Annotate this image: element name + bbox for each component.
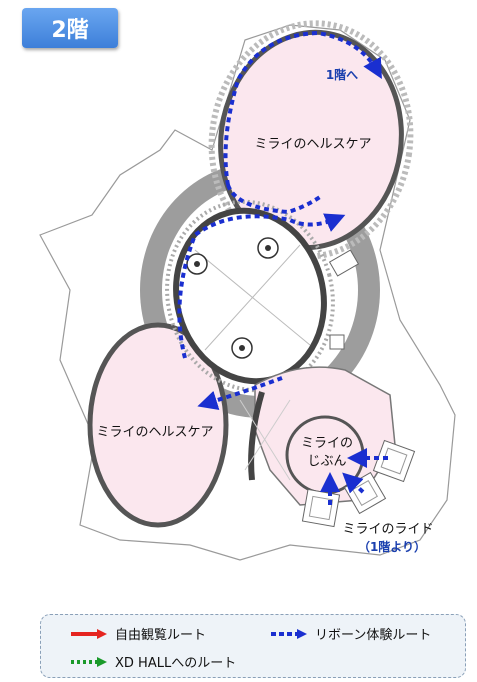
route-to-1f-label: 1階へ xyxy=(326,67,358,82)
legend-label: XD HALLへのルート xyxy=(115,656,237,671)
ride-note: （1階より） xyxy=(358,539,426,554)
top-healthcare-label: ミライのヘルスケア xyxy=(254,137,371,152)
spiral-stair-icon xyxy=(257,237,279,259)
jibun-label-line2: じぶん xyxy=(307,454,346,469)
reborn-route-path xyxy=(226,184,322,215)
legend-item-xd-hall-route: XD HALLへのルート xyxy=(69,652,236,671)
floor-map: ミライのヘルスケア ミライのヘルスケア ミライの じぶん ミライのライド （1階… xyxy=(39,20,456,561)
left-healthcare-label: ミライのヘルスケア xyxy=(96,425,213,440)
legend-item-free-route: 自由観覧ルート xyxy=(69,624,206,643)
jibun-label-line1: ミライの xyxy=(301,436,353,451)
floor-badge: 2階 xyxy=(22,8,118,48)
legend-item-reborn-route: リボーン体験ルート xyxy=(269,624,431,643)
red-arrow-icon xyxy=(71,628,107,639)
ride-pod xyxy=(372,439,416,483)
ride-label: ミライのライド xyxy=(342,522,433,537)
reborn-route-path xyxy=(177,213,346,359)
spiral-stair-icon xyxy=(231,337,253,359)
spiral-stair-icon xyxy=(186,253,208,275)
legend-label: リボーン体験ルート xyxy=(315,628,432,643)
legend-label: 自由観覧ルート xyxy=(115,628,207,643)
reborn-route-path xyxy=(342,472,365,494)
legend: 自由観覧ルート リボーン体験ルート XD HALLへのルート xyxy=(40,614,466,678)
ride-pod xyxy=(301,488,341,528)
left-healthcare-area[interactable] xyxy=(87,322,229,528)
reborn-route-path xyxy=(197,376,283,410)
green-dotted-arrow-icon xyxy=(71,656,107,667)
reborn-route-path xyxy=(223,30,382,186)
blue-dashed-arrow-icon xyxy=(271,628,307,639)
